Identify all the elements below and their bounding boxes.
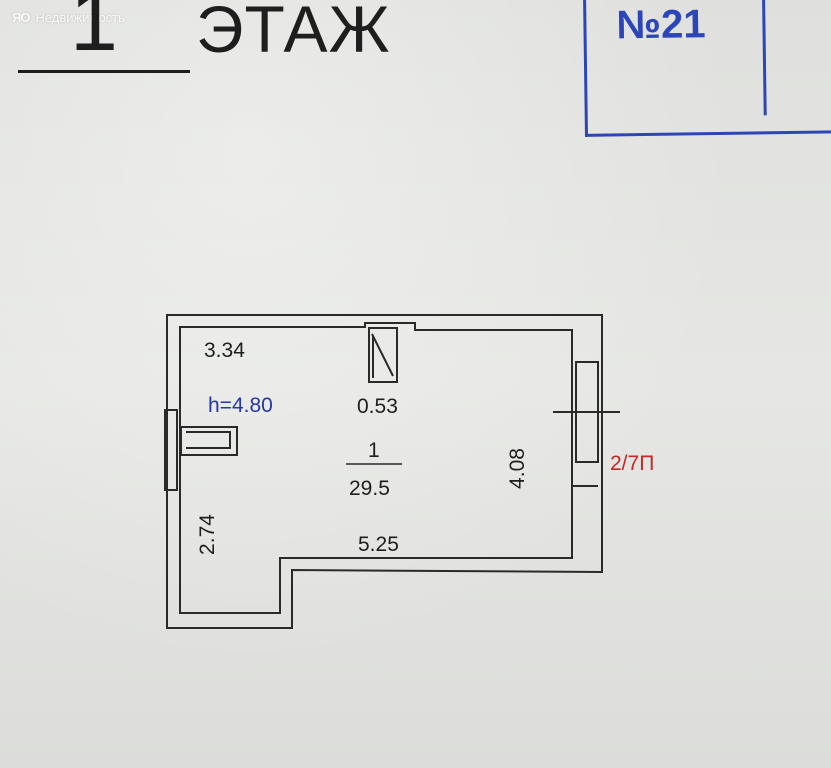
- ceiling-height: h=4.80: [208, 394, 273, 417]
- floor-label: ЭТАЖ: [196, 0, 391, 66]
- watermark: ЯО Недвижимость: [12, 10, 125, 25]
- dim-niche: 0.53: [357, 395, 398, 418]
- room-number: 1: [368, 439, 380, 462]
- room-area: 29.5: [349, 477, 390, 500]
- fixture-left-inner: [186, 431, 231, 449]
- window-mark: 2/7П: [610, 452, 655, 475]
- fixture-left: [180, 426, 238, 456]
- left-window-frame: [164, 409, 178, 491]
- watermark-text: Недвижимость: [35, 10, 125, 25]
- niche-diagonal: [371, 333, 394, 378]
- floor-number: 1: [70, 0, 118, 69]
- outer-wall: [166, 314, 603, 629]
- niche: [368, 327, 398, 383]
- floor-underline: [18, 70, 190, 73]
- watermark-logo: ЯО: [12, 10, 30, 25]
- inner-wall: [179, 322, 573, 614]
- dim-top-left: 3.34: [204, 339, 245, 362]
- dim-bottom: 5.25: [358, 533, 399, 556]
- dim-right: 4.08: [505, 448, 529, 489]
- dim-left: 2.74: [195, 514, 219, 555]
